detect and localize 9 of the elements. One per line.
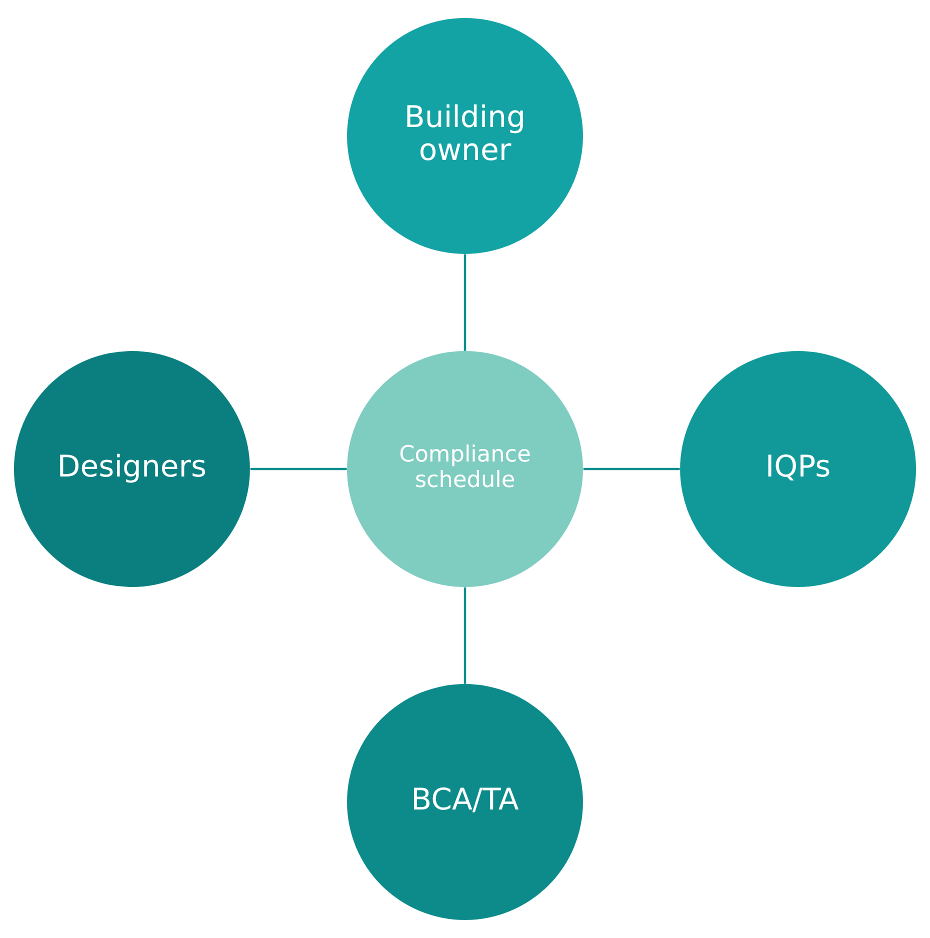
node-circle: Compliance schedule (347, 351, 583, 587)
connector (583, 468, 680, 470)
node-circle: BCA/TA (347, 684, 583, 920)
node-circle: Designers (14, 351, 250, 587)
connector (464, 254, 466, 351)
node-circle: Building owner (347, 18, 583, 254)
node-circle: IQPs (680, 351, 916, 587)
connector (250, 468, 347, 470)
connector (464, 587, 466, 684)
